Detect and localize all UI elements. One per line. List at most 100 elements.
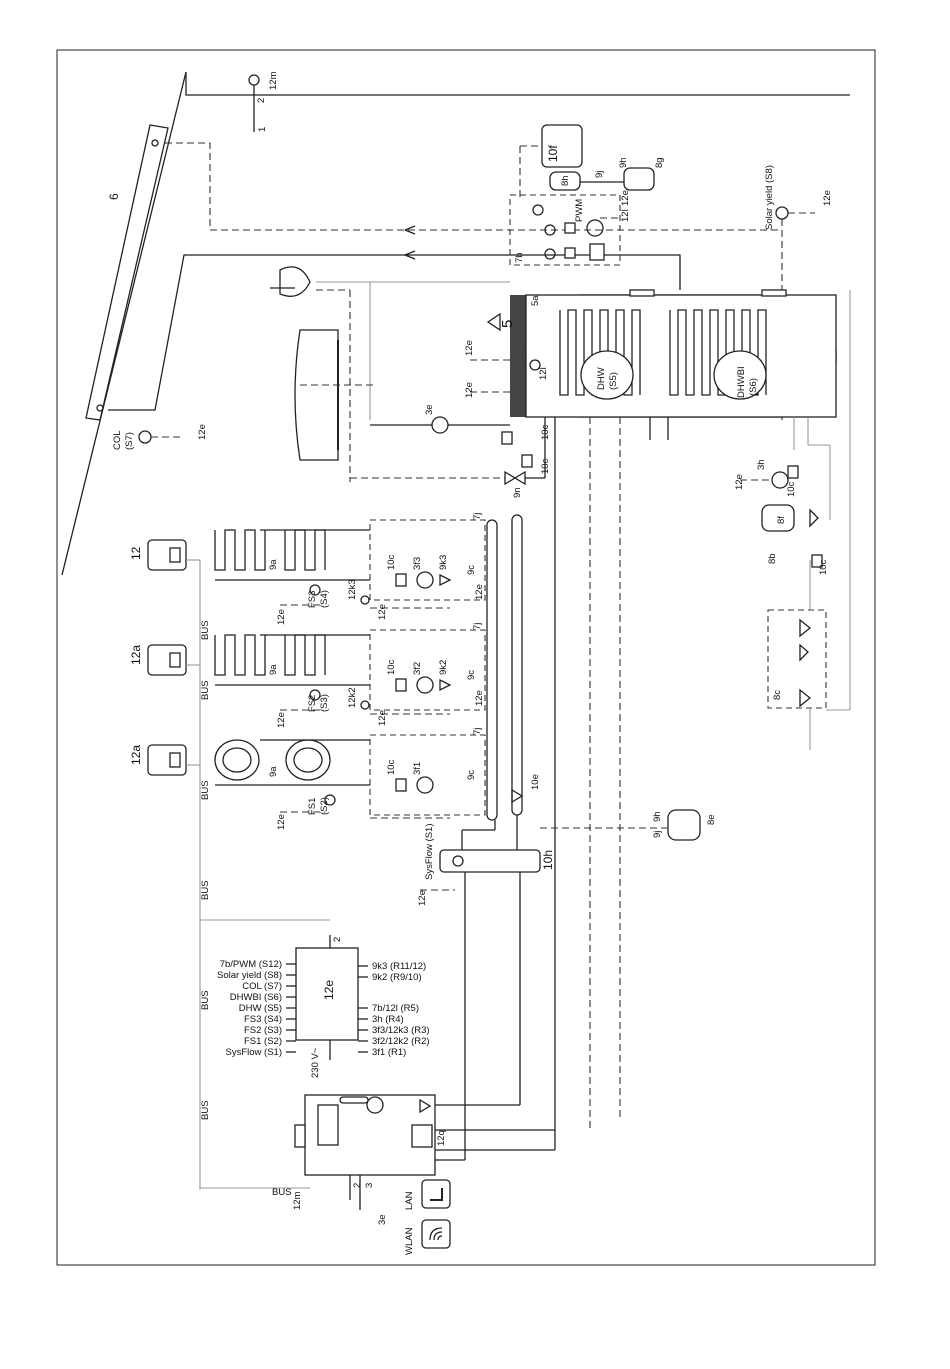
svg-text:12e: 12e (276, 814, 287, 830)
svg-text:10c: 10c (386, 554, 397, 570)
controller-output-label: 3f3/12k3 (R3) (372, 1025, 430, 1036)
col-sensor-icon (138, 430, 152, 444)
svg-text:10c: 10c (540, 424, 551, 440)
svg-text:3e: 3e (424, 404, 435, 415)
svg-text:10c: 10c (386, 759, 397, 775)
expansion-vessel-10f (541, 124, 583, 168)
distributor-left (486, 519, 498, 821)
svg-text:3: 3 (364, 1183, 375, 1188)
svg-text:12e: 12e (474, 584, 485, 600)
svg-text:10c: 10c (540, 458, 551, 474)
svg-text:(S2): (S2) (319, 797, 330, 815)
svg-text:2: 2 (332, 937, 343, 942)
svg-text:9h: 9h (652, 811, 663, 822)
svg-text:7j: 7j (472, 728, 483, 735)
svg-text:12e: 12e (322, 980, 336, 1000)
svg-text:7j: 7j (472, 623, 483, 630)
hydraulic-separator (439, 849, 541, 873)
warning-icon (486, 312, 501, 332)
svg-text:12e: 12e (276, 609, 287, 625)
svg-text:3h: 3h (756, 459, 767, 470)
controller-input-label: FS3 (S4) (244, 1014, 282, 1025)
svg-text:12k2: 12k2 (347, 687, 358, 708)
vessel-8f (761, 504, 795, 532)
svg-text:230 V~: 230 V~ (310, 1047, 321, 1078)
svg-text:COL: COL (112, 430, 123, 450)
svg-text:12e: 12e (377, 710, 388, 726)
svg-text:12l: 12l (620, 209, 631, 222)
svg-text:DHW: DHW (596, 367, 607, 390)
svg-text:12m: 12m (292, 1191, 303, 1210)
controller-input-label: 7b/PWM (S12) (220, 959, 282, 970)
label-solar-collector: 6 (107, 193, 121, 200)
pump-3f2 (416, 676, 434, 694)
svg-text:FS3: FS3 (307, 591, 318, 608)
svg-text:(S6): (S6) (748, 378, 759, 396)
svg-text:12e: 12e (474, 690, 485, 706)
vessel-8h (549, 171, 581, 191)
svg-text:BUS: BUS (200, 990, 211, 1010)
tank-insulation-bar (510, 295, 526, 417)
svg-text:(S4): (S4) (319, 590, 330, 608)
controller-input-label: FS1 (S2) (244, 1036, 282, 1047)
svg-text:10c: 10c (818, 559, 829, 575)
svg-text:LAN: LAN (404, 1191, 415, 1210)
svg-text:3f3: 3f3 (412, 557, 423, 570)
svg-text:3f1: 3f1 (412, 762, 423, 775)
radiator-1b (285, 739, 331, 781)
svg-text:9n: 9n (512, 487, 523, 498)
pump-3h (771, 471, 789, 489)
svg-text:BUS: BUS (200, 680, 211, 700)
svg-text:9a: 9a (268, 559, 279, 570)
controller-output-label: 3f1 (R1) (372, 1047, 406, 1058)
pump-3f1 (416, 776, 434, 794)
controller-output-label: 3h (R4) (372, 1014, 404, 1025)
svg-text:12e: 12e (276, 712, 287, 728)
svg-text:12a: 12a (129, 645, 143, 665)
pump-3e (431, 416, 449, 434)
svg-text:9j: 9j (594, 171, 605, 178)
page-frame (56, 49, 876, 1266)
svg-text:9c: 9c (466, 670, 477, 680)
svg-text:9h: 9h (618, 157, 629, 168)
svg-text:12q: 12q (436, 1130, 447, 1146)
svg-text:12e: 12e (620, 190, 631, 206)
solar-collector (85, 124, 169, 421)
svg-text:9a: 9a (268, 766, 279, 777)
svg-text:SysFlow (S1): SysFlow (S1) (424, 824, 435, 880)
floor-heating-2 (214, 634, 266, 676)
svg-text:PWM: PWM (574, 199, 585, 222)
circuit-box-1 (369, 734, 486, 816)
svg-text:FS1: FS1 (307, 798, 318, 815)
svg-text:7b: 7b (514, 252, 525, 263)
vessel-8e (667, 809, 701, 841)
solar-flow-dashed (165, 142, 782, 231)
svg-text:12k3: 12k3 (347, 579, 358, 600)
bathtub (294, 329, 339, 461)
svg-text:12e: 12e (734, 474, 745, 490)
circuit-box-3 (369, 519, 486, 601)
svg-text:BUS: BUS (200, 780, 211, 800)
svg-text:10h: 10h (541, 850, 555, 870)
lan-icon (421, 1179, 451, 1209)
svg-text:12e: 12e (377, 604, 388, 620)
svg-text:(S7): (S7) (124, 432, 135, 450)
controller-input-label: Solar yield (S8) (217, 970, 282, 981)
solar-station (509, 194, 621, 266)
svg-text:1: 1 (257, 127, 268, 132)
solar-yield-sensor-icon (775, 206, 789, 220)
svg-text:9k3: 9k3 (438, 555, 449, 570)
svg-text:12e: 12e (464, 340, 475, 356)
svg-text:5: 5 (499, 320, 516, 328)
safety-group-8c (767, 609, 827, 709)
controller-output-label: 9k3 (R11/12) (372, 961, 426, 972)
svg-text:8e: 8e (706, 814, 717, 825)
svg-text:12e: 12e (464, 382, 475, 398)
circuit-box-2 (369, 629, 486, 711)
svg-text:BUS: BUS (200, 1100, 211, 1120)
svg-text:10f: 10f (546, 145, 560, 162)
svg-text:3e: 3e (377, 1214, 388, 1225)
boiler-control-12q (411, 1124, 433, 1148)
svg-text:10c: 10c (786, 481, 797, 497)
